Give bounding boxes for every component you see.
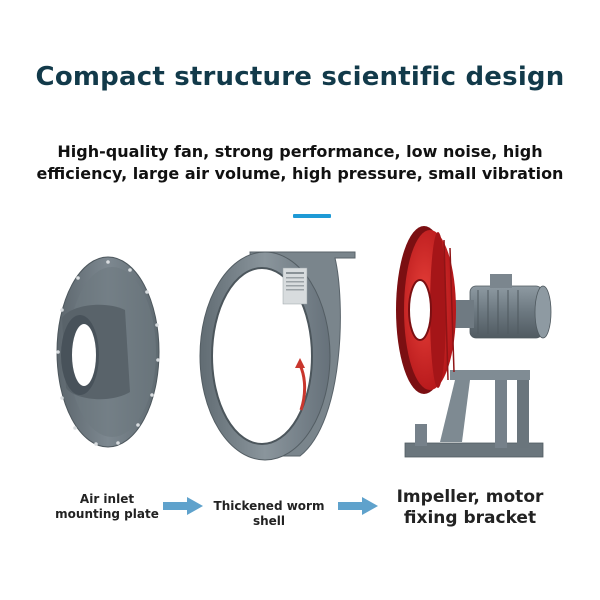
subtitle-line-1: High-quality fan, strong performance, lo… xyxy=(57,142,543,161)
inlet-plate-icon xyxy=(56,256,160,448)
label-impeller-motor-line1: Impeller, motor xyxy=(396,487,544,507)
label-inlet-plate-line1: Air inlet xyxy=(79,492,135,506)
page-subtitle: High-quality fan, strong performance, lo… xyxy=(30,141,570,185)
subtitle-line-2: efficiency, large air volume, high press… xyxy=(36,164,564,183)
label-impeller-motor-line2: fixing bracket xyxy=(403,508,537,528)
impeller-motor-icon xyxy=(396,226,552,458)
worm-shell-icon xyxy=(199,251,356,461)
arrow-right-icon xyxy=(163,497,203,515)
label-inlet-plate-line2: mounting plate xyxy=(55,507,159,521)
arrow-right-icon xyxy=(338,497,378,515)
label-worm-shell-line1: Thickened worm shell xyxy=(213,499,325,528)
page-title: Compact structure scientific design xyxy=(35,62,565,92)
label-worm-shell: Thickened worm shell xyxy=(202,499,336,529)
label-impeller-motor: Impeller, motor fixing bracket xyxy=(380,487,560,529)
accent-divider xyxy=(293,214,331,218)
label-inlet-plate: Air inlet mounting plate xyxy=(44,492,170,522)
fan-components-illustration xyxy=(56,226,552,461)
